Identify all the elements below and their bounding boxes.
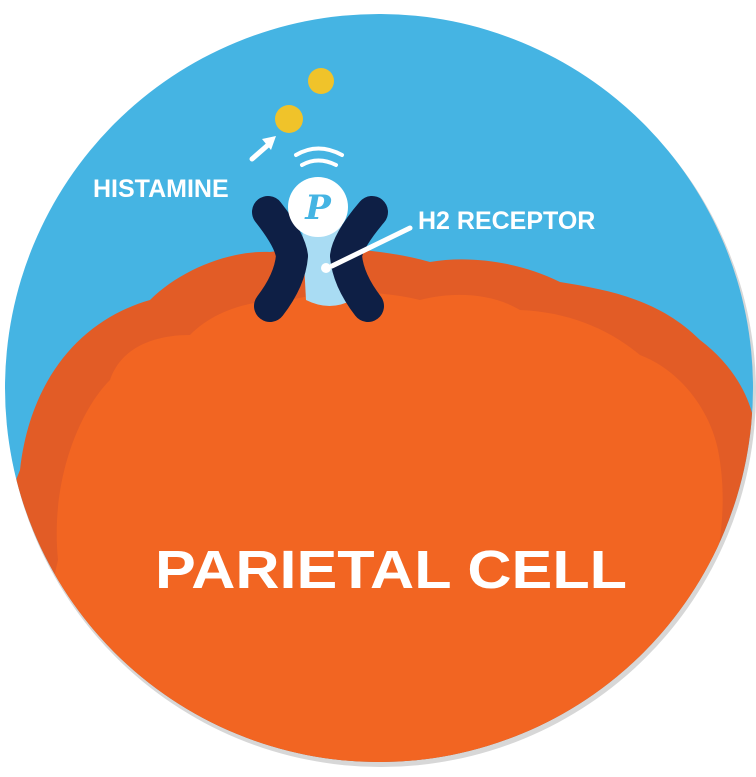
histamine-label: HISTAMINE bbox=[93, 175, 229, 203]
cell-body bbox=[40, 292, 723, 762]
signal-waves-icon bbox=[294, 146, 344, 167]
receptor-pointer-line bbox=[321, 225, 413, 273]
h2-receptor bbox=[252, 196, 388, 322]
histamine-molecule-icon bbox=[275, 105, 303, 133]
cell-label: PARIETAL CELL bbox=[155, 540, 627, 600]
drug-badge-letter: P bbox=[304, 188, 332, 228]
drug-badge: P bbox=[288, 177, 348, 237]
arrow-icon bbox=[249, 136, 276, 162]
histamine-molecule-icon bbox=[308, 68, 334, 94]
h2-receptor-label: H2 RECEPTOR bbox=[418, 207, 595, 235]
